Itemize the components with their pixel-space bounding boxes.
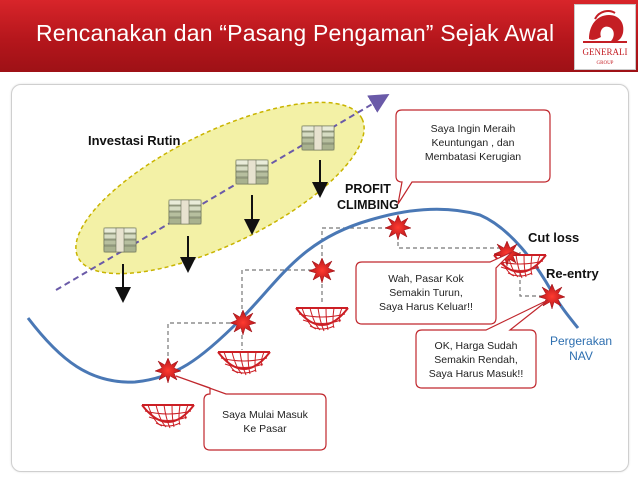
logo-subtext: GROUP	[597, 61, 614, 66]
profit-burst-icon	[384, 214, 412, 241]
callout-meraih-line: Membatasi Kerugian	[424, 151, 522, 163]
burst-icon	[229, 309, 257, 336]
header-banner: Rencanakan dan “Pasang Pengaman” Sejak A…	[0, 0, 638, 72]
callout-mulai-line: Ke Pasar	[243, 423, 287, 435]
callout-turun-bubble	[355, 251, 513, 325]
generali-logo: GENERALI GROUP	[574, 4, 636, 70]
callout-murah-line: Saya Harus Masuk!!	[428, 368, 524, 380]
callout-turun-line: Semakin Turun,	[389, 287, 463, 299]
burst-icon	[308, 257, 336, 284]
safety-net-icon	[295, 307, 349, 332]
profit-label: PROFIT CLIMBING	[337, 181, 399, 213]
nav-label: Pergerakan NAV	[550, 334, 612, 364]
money-stack-icon	[301, 125, 335, 151]
callout-mulai-bubble	[175, 375, 327, 451]
safety-net-icon	[141, 404, 195, 429]
callout-murah-bubble	[415, 299, 549, 389]
callout-meraih-line: Saya Ingin Meraih	[430, 123, 516, 135]
investasi-label: Investasi Rutin	[88, 133, 181, 148]
entry-burst-icon	[154, 357, 182, 384]
callout-meraih-line: Keuntungan , dan	[431, 137, 515, 149]
page-title: Rencanakan dan “Pasang Pengaman” Sejak A…	[36, 20, 555, 46]
callout-meraih: Saya Ingin Meraih Keuntungan , dan Memba…	[398, 122, 548, 164]
nav-label-line1: Pergerakan	[550, 334, 613, 348]
callout-murah: OK, Harga Sudah Semakin Rendah, Saya Har…	[418, 339, 534, 381]
callout-murah-line: OK, Harga Sudah	[434, 340, 518, 352]
profit-label-line2: CLIMBING	[337, 198, 399, 212]
callout-turun-line: Wah, Pasar Kok	[388, 273, 464, 285]
money-stack-icon	[103, 227, 137, 253]
callout-murah-line: Semakin Rendah,	[434, 354, 518, 366]
callout-mulai: Saya Mulai Masuk Ke Pasar	[206, 408, 324, 436]
profit-label-line1: PROFIT	[345, 182, 391, 196]
callout-turun-line: Saya Harus Keluar!!	[379, 301, 473, 313]
investasi-ellipse	[75, 101, 365, 275]
callout-meraih-bubble	[395, 109, 551, 205]
money-stack-icon	[235, 159, 269, 185]
nav-line	[26, 207, 580, 384]
callout-turun: Wah, Pasar Kok Semakin Turun, Saya Harus…	[358, 272, 494, 314]
money-stack-icon	[168, 199, 202, 225]
trend-arrow	[55, 93, 390, 291]
logo-text: GENERALI	[583, 47, 628, 57]
lion-logo-icon: GENERALI GROUP	[583, 10, 628, 66]
nav-label-line2: NAV	[569, 349, 593, 363]
safety-net-icon	[217, 351, 271, 376]
reentry-label: Re-entry	[546, 266, 599, 281]
cutloss-label: Cut loss	[528, 230, 580, 245]
callout-mulai-line: Saya Mulai Masuk	[222, 409, 308, 421]
